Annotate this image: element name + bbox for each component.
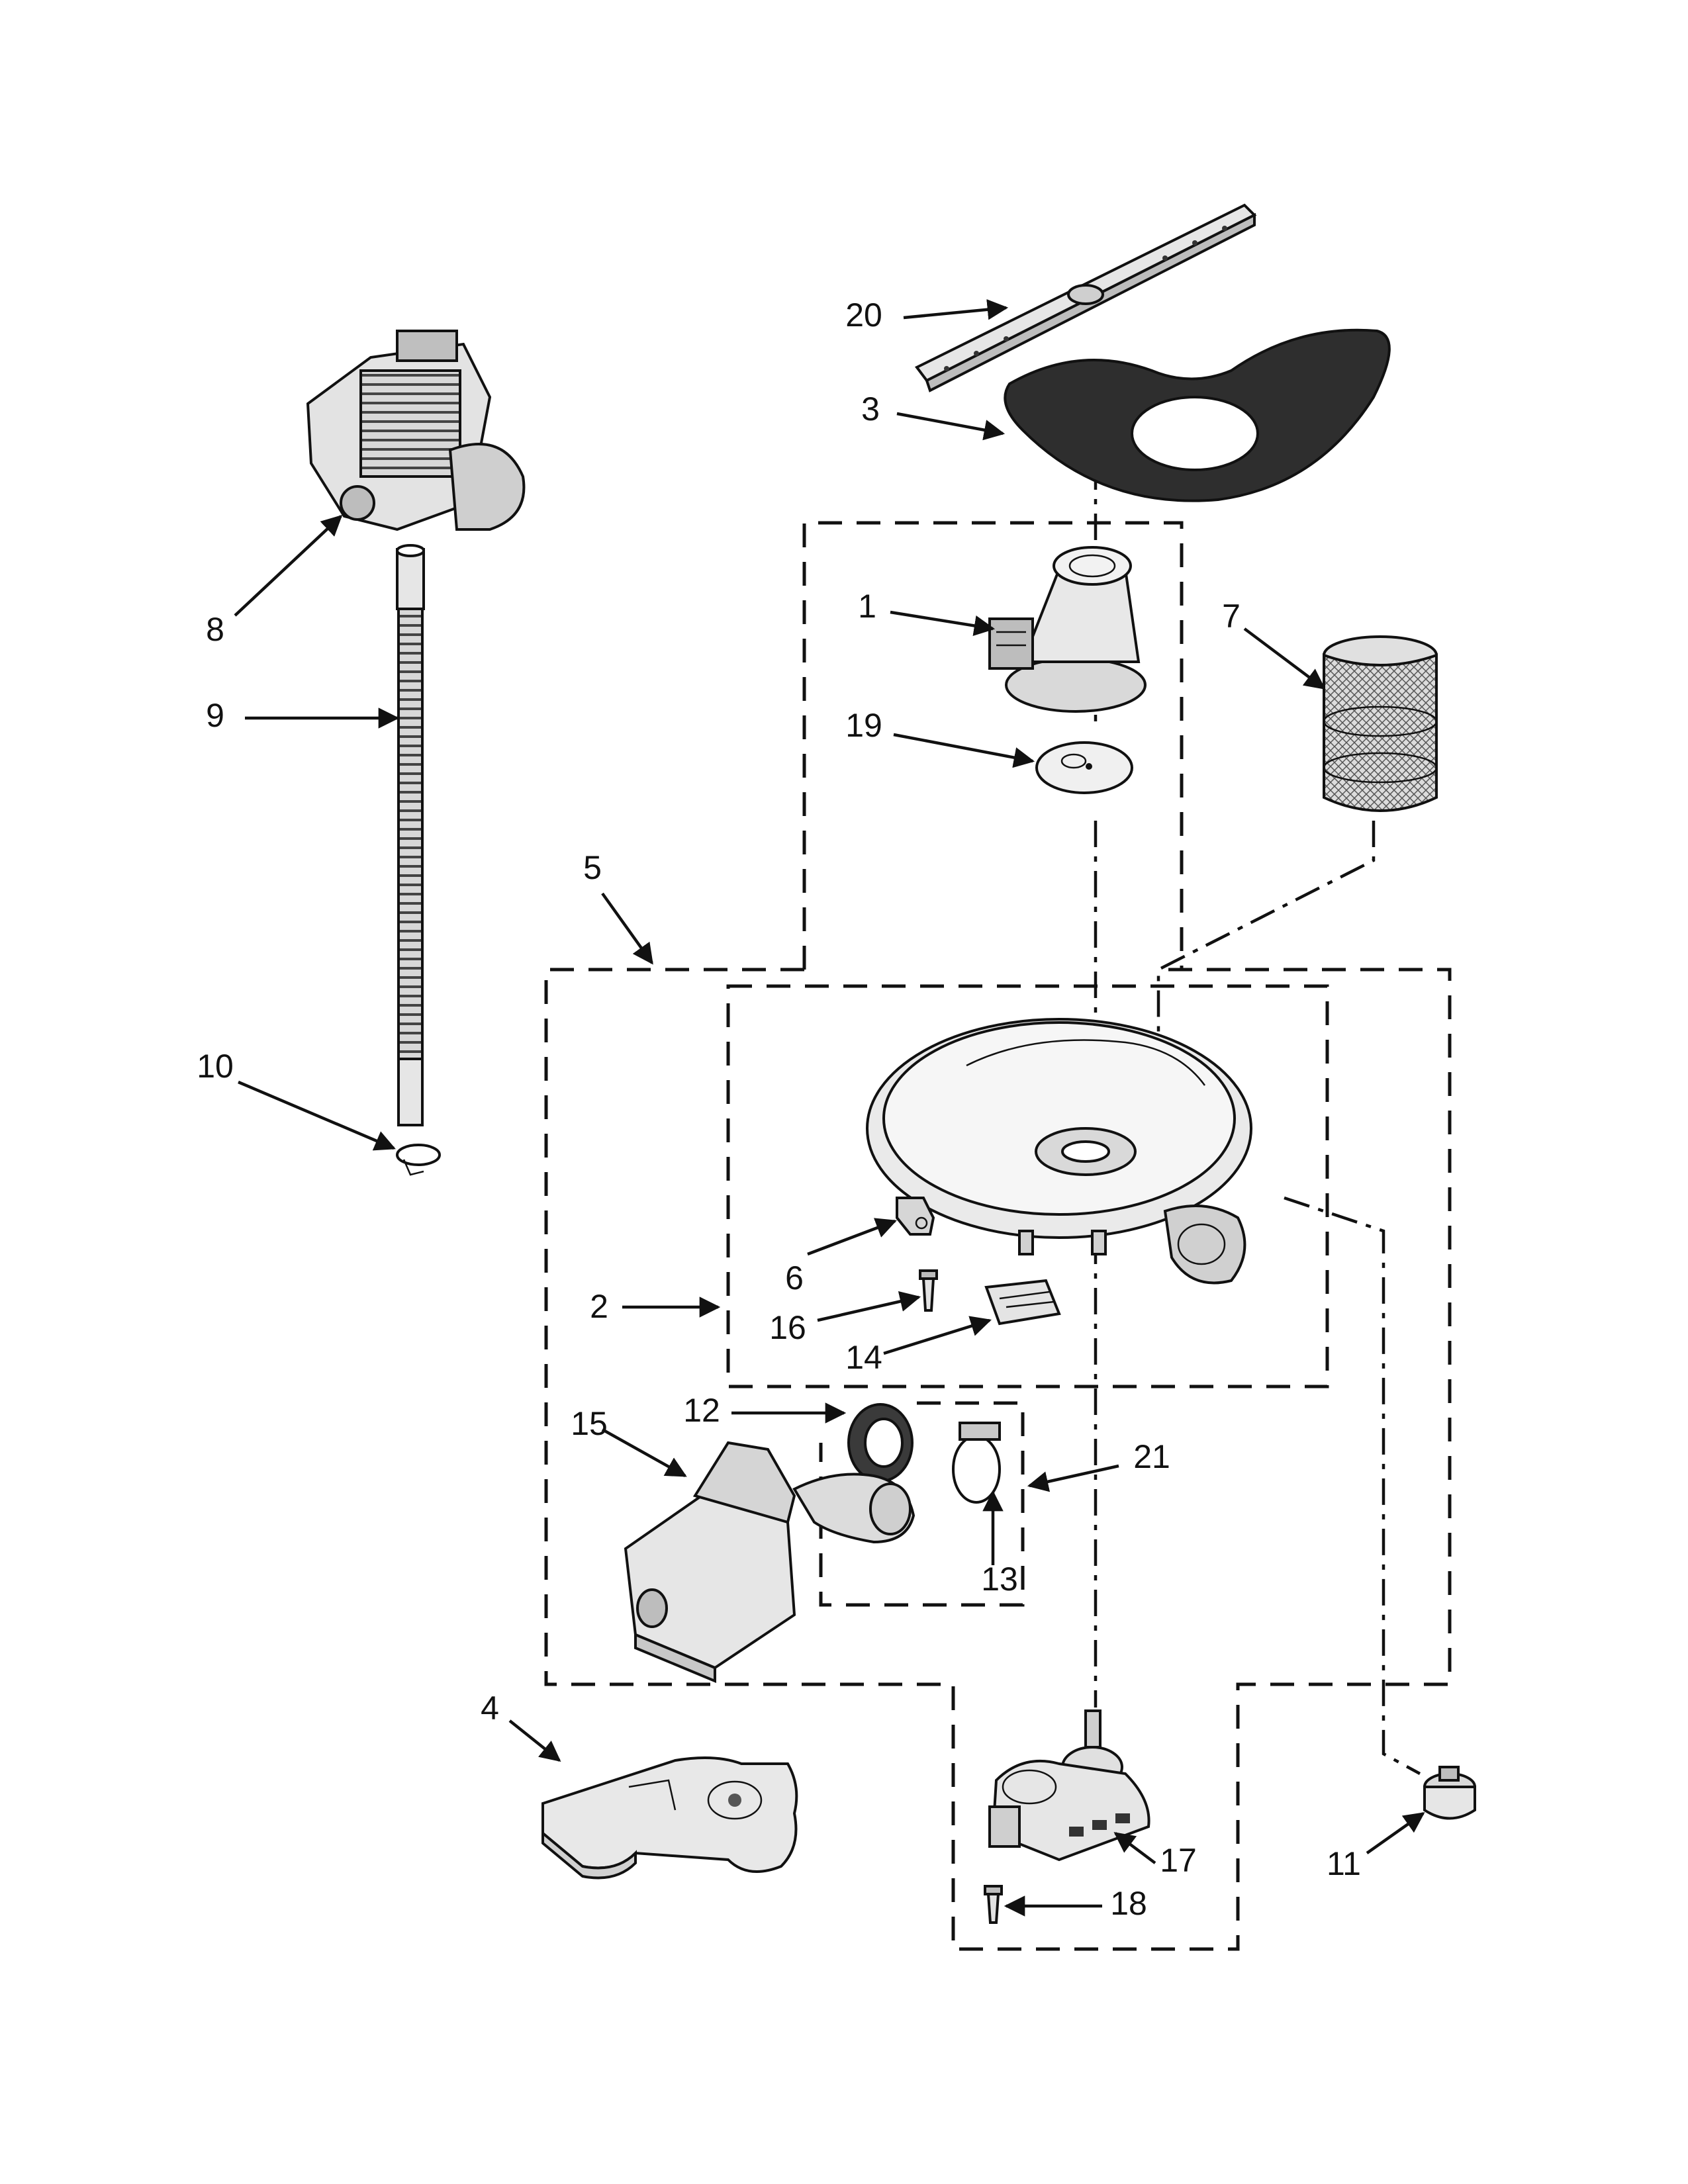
callout-16: 16 bbox=[769, 1309, 806, 1346]
leader-lines bbox=[234, 299, 1425, 1917]
connector-part bbox=[984, 1279, 1061, 1326]
diaphragm-part bbox=[1035, 741, 1133, 794]
callout-1: 1 bbox=[858, 588, 876, 625]
screw-part-16 bbox=[919, 1269, 938, 1312]
wash-pump-part bbox=[624, 1441, 915, 1683]
spray-arm-part bbox=[914, 203, 1257, 392]
callout-3: 3 bbox=[861, 390, 880, 428]
callout-14: 14 bbox=[845, 1339, 882, 1376]
callout-18: 18 bbox=[1110, 1885, 1147, 1922]
seal-part bbox=[847, 1403, 914, 1482]
sump-housing-part bbox=[866, 1018, 1252, 1285]
callout-10: 10 bbox=[197, 1048, 234, 1085]
boundary-assembly-5 bbox=[544, 968, 1452, 1951]
callout-17: 17 bbox=[1160, 1842, 1197, 1879]
callout-2: 2 bbox=[590, 1288, 608, 1325]
clamp-part bbox=[952, 1422, 1001, 1504]
screw-part-18 bbox=[984, 1885, 1003, 1924]
centerline-sensor bbox=[1284, 1196, 1421, 1775]
callout-5: 5 bbox=[583, 849, 602, 886]
hose-part bbox=[396, 544, 425, 1126]
callout-20: 20 bbox=[845, 296, 882, 334]
manifold-assembly-part bbox=[988, 546, 1147, 713]
callout-11: 11 bbox=[1327, 1845, 1361, 1882]
diverter-motor-part bbox=[988, 1709, 1150, 1862]
boundary-clamp-21 bbox=[819, 1401, 1025, 1607]
callout-labels: 20 3 1 19 7 8 9 10 5 6 2 16 14 12 15 13 … bbox=[197, 296, 1361, 1922]
deflector-shield-part bbox=[1004, 328, 1391, 502]
filter-part bbox=[1323, 635, 1438, 812]
callout-15: 15 bbox=[571, 1405, 608, 1442]
boundary-sub-assembly-1 bbox=[802, 521, 1184, 970]
callout-9: 9 bbox=[206, 697, 224, 734]
callout-21: 21 bbox=[1133, 1438, 1170, 1475]
circulation-pump-part bbox=[306, 330, 526, 531]
hose-clamp-part bbox=[396, 1144, 441, 1176]
callout-4: 4 bbox=[481, 1690, 499, 1727]
sensor-part bbox=[1423, 1766, 1476, 1820]
callout-7: 7 bbox=[1222, 598, 1241, 635]
callout-12: 12 bbox=[683, 1392, 720, 1429]
callout-19: 19 bbox=[845, 707, 882, 744]
callout-13: 13 bbox=[981, 1561, 1018, 1598]
callout-8: 8 bbox=[206, 611, 224, 648]
callout-6: 6 bbox=[785, 1259, 804, 1297]
bracket-part bbox=[896, 1197, 935, 1236]
sump-cover-part bbox=[541, 1756, 798, 1880]
